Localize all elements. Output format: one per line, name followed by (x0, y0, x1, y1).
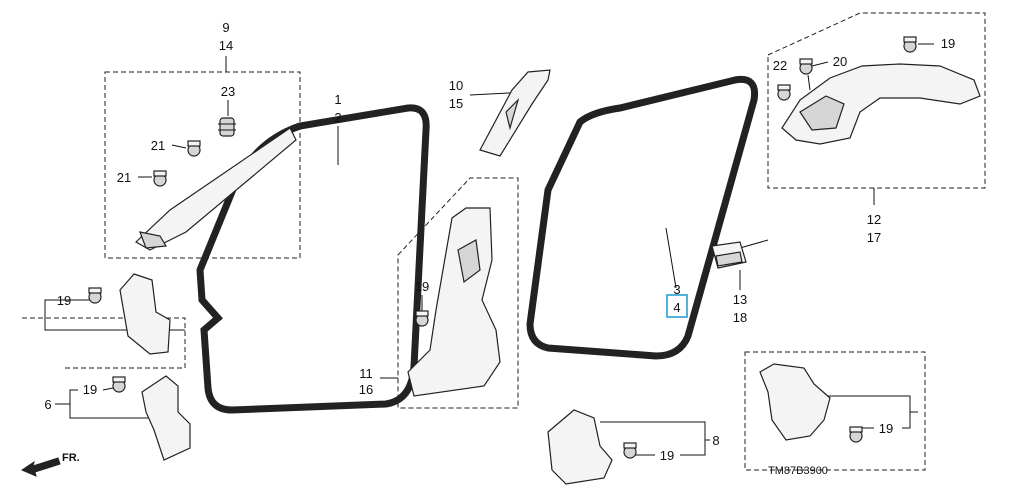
callout-19-center: 19 (415, 279, 429, 294)
clip-icon-19-top-right (903, 36, 917, 53)
callout-21-upper: 21 (151, 138, 165, 153)
callout-12: 12 (867, 212, 881, 227)
callout-1: 1 (334, 92, 341, 107)
callout-15: 15 (449, 96, 463, 111)
front-pillar-garnish (134, 127, 297, 251)
front-direction-arrow-icon (20, 457, 61, 477)
clip-icon-20 (799, 58, 813, 75)
callout-19-bottom-right: 19 (879, 421, 893, 436)
clip-icon-22 (777, 84, 791, 101)
callout-21-lower: 21 (117, 170, 131, 185)
callout-14: 14 (219, 38, 233, 53)
callout-20: 20 (833, 54, 847, 69)
callout-3: 3 (673, 282, 680, 297)
front-side-lining (119, 273, 171, 355)
callout-23: 23 (221, 84, 235, 99)
callout-11: 11 (359, 366, 373, 381)
callout-22: 22 (773, 58, 787, 73)
callout-16: 16 (359, 382, 373, 397)
callout-4: 4 (673, 300, 680, 315)
callout-9: 9 (222, 20, 229, 35)
drawing-code: TM87B3900 (768, 465, 828, 477)
callout-18: 18 (733, 310, 747, 325)
front-kick-panel (141, 375, 191, 461)
group-box-9-14 (104, 71, 301, 259)
center-pillar-upper-garnish (479, 69, 551, 157)
callout-19-left-middle: 19 (57, 293, 71, 308)
clip-icon-21-lower (153, 170, 167, 187)
clip-icon-19-left-lower (112, 376, 126, 393)
group-box-lower-right (744, 351, 926, 471)
group-box-11-16 (397, 177, 519, 409)
clip-icon-19-left-middle (88, 287, 102, 304)
clip-icon-21-upper (187, 140, 201, 157)
callout-19-top-right: 19 (941, 36, 955, 51)
clip-icon-23 (218, 117, 236, 137)
callout-13: 13 (733, 292, 747, 307)
front-door-opening-seal (196, 104, 430, 414)
clip-icons (88, 36, 917, 459)
group-box-12-17 (767, 12, 986, 189)
callouts: 9 14 23 21 21 1 2 10 15 19 19 6 19 11 16… (44, 20, 955, 463)
callout-6: 6 (44, 397, 51, 412)
callout-10: 10 (449, 78, 463, 93)
callout-8: 8 (712, 433, 719, 448)
callout-19-left-lower: 19 (83, 382, 97, 397)
callout-17: 17 (867, 230, 881, 245)
group-box-left-middle (22, 317, 186, 369)
rear-door-opening-seal (526, 75, 759, 360)
callout-19-bottom-center: 19 (660, 448, 674, 463)
clip-icon-19-center (415, 310, 429, 327)
clip-icon-19-bottom-center (623, 442, 637, 459)
center-pillar-lower-garnish (407, 207, 501, 397)
direction-label: FR. (62, 452, 80, 464)
rear-lower-right-bracket (759, 363, 831, 441)
rear-side-lining (547, 409, 613, 485)
callout-2: 2 (334, 110, 341, 125)
cap (711, 241, 747, 269)
rear-pillar-garnish (781, 63, 981, 145)
clip-icon-19-bottom-right (849, 426, 863, 443)
callout-highlight-box (666, 294, 688, 318)
